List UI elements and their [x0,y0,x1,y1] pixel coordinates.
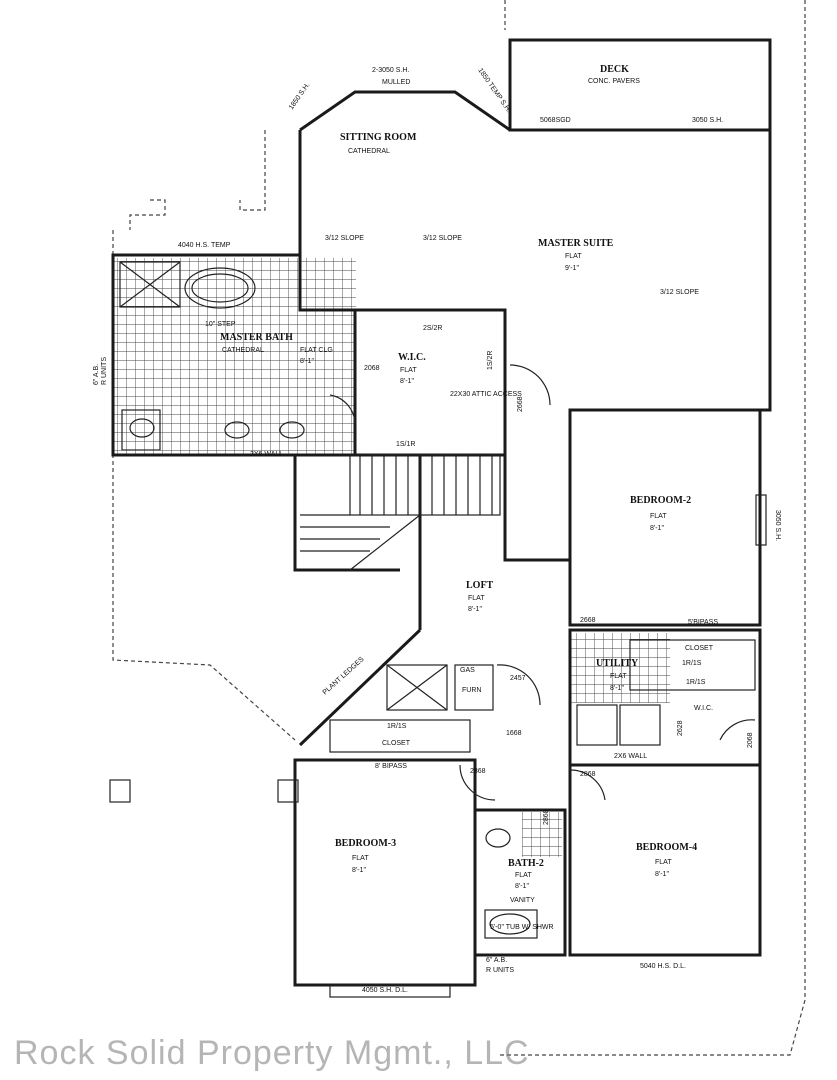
door-2668-mid: 2668 [517,396,524,412]
master-bath-label: MASTER BATH [220,332,293,343]
plant-ledge: PLANT LEDGES [322,656,366,697]
sitting-room-label: SITTING ROOM [340,132,417,143]
tub-note: 5'-0" TUB W/ SHWR [490,924,554,931]
bath2-tile [522,812,562,857]
wic-label: W.I.C. [398,352,426,363]
wic-height: 8'-1" [400,378,414,385]
master-suite-height: 9'-1" [565,265,579,272]
window-marks [109,494,767,998]
wic-br4: W.I.C. [694,705,713,712]
bath2-ceiling: FLAT [515,872,532,879]
gas-note: GAS [460,667,475,674]
step-note: 10" STEP [205,321,236,328]
wic-ceiling: FLAT [400,367,417,374]
slope-b: 3/12 SLOPE [423,235,462,242]
master-bath-tile [113,258,356,454]
wic-door: 2068 [364,365,380,372]
deck-door: 5068SGD [540,117,571,124]
wall-util: 2X6 WALL [614,753,647,760]
door-br2: 2668 [580,617,596,624]
utility-tile [570,633,670,703]
loft-label: LOFT [466,580,494,591]
bedroom3-label: BEDROOM-3 [335,838,396,849]
door-br4-wic: 2068 [747,732,754,748]
deck-window: 3050 S.H. [692,117,723,124]
bedroom3-ceiling: FLAT [352,855,369,862]
slope-a: 3/12 SLOPE [325,235,364,242]
ab-bath: 6" A.B. [486,957,507,964]
flat-clg-note: FLAT CLG [300,347,333,354]
bath2-label: BATH-2 [508,858,544,869]
slope-c: 3/12 SLOPE [660,289,699,296]
door-br4: 2868 [543,809,550,825]
loft-height: 8'-1" [468,606,482,613]
ab-left: 6" A.B. [93,364,100,385]
utility-ceiling: FLAT [610,673,627,680]
wic-shelf-side: 1S/2R [487,351,494,370]
loft-ceiling: FLAT [468,595,485,602]
bedroom2-label: BEDROOM-2 [630,495,691,506]
mulled-note: MULLED [382,79,410,86]
bedroom4-height: 8'-1" [655,871,669,878]
sitting-room-ceiling: CATHEDRAL [348,148,390,155]
master-suite-ceiling: FLAT [565,253,582,260]
bipass-br2: 5'BIPASS [688,619,718,626]
utility-height: 8'-1" [610,685,624,692]
door-swings [329,364,756,801]
window-1850-right: 1850 TEMP S.H. [476,67,512,114]
door-2457: 2457 [510,675,526,682]
door-2628: 2628 [677,720,684,736]
bedroom4-ceiling: FLAT [655,859,672,866]
bedroom2-height: 8'-1" [650,525,664,532]
shelf-1r1s-b: 1R/1S [686,679,706,686]
bath-window: 4040 H.S. TEMP [178,242,231,249]
fixtures [119,261,756,939]
watermark-text: Rock Solid Property Mgmt., LLC [14,1034,530,1072]
wall-2x6: 2X6 WALL [250,451,283,458]
door-1668: 1668 [506,730,522,737]
ab-bath-units: R UNITS [486,967,514,974]
vanity-note: VANITY [510,897,535,904]
deck-label: DECK [600,64,629,75]
br4-window: 5040 H.S. D.L. [640,963,686,970]
attic-note: 22X30 ATTIC ACCESS [450,391,522,398]
deck-sub: CONC. PAVERS [588,78,640,85]
closet-br2: CLOSET [685,645,714,652]
bedroom2-ceiling: FLAT [650,513,667,520]
closet-br3: CLOSET [382,740,411,747]
wic-shelf-top: 2S/2R [423,325,442,332]
shelf-1r1s: 1R/1S [682,660,702,667]
door-br3: 2868 [470,768,486,775]
exterior-walls [111,38,772,987]
door-util: 2868 [580,771,596,778]
window-top: 2-3050 S.H. [372,67,409,74]
master-suite-label: MASTER SUITE [538,238,614,249]
window-1850-left: 1850 S.H. [288,82,312,112]
utility-label: UTILITY [596,658,639,669]
furn-note: FURN [462,687,481,694]
master-bath-ceiling: CATHEDRAL [222,347,264,354]
wic-shelf-bot: 1S/1R [396,441,415,448]
bath2-height: 8'-1" [515,883,529,890]
flat-clg-height: 8'-1" [300,358,314,365]
ab-left-units: R UNITS [101,357,108,385]
closet-br3-shelf: 1R/1S [387,723,407,730]
bedroom4-label: BEDROOM-4 [636,842,697,853]
br2-window: 3050 S.H. [774,510,781,541]
br3-window: 4050 S.H. D.L. [362,987,408,994]
bipass-br3: 8' BIPASS [375,763,407,770]
roof-outline [112,0,806,1056]
bedroom3-height: 8'-1" [352,867,366,874]
stairs [300,454,501,571]
